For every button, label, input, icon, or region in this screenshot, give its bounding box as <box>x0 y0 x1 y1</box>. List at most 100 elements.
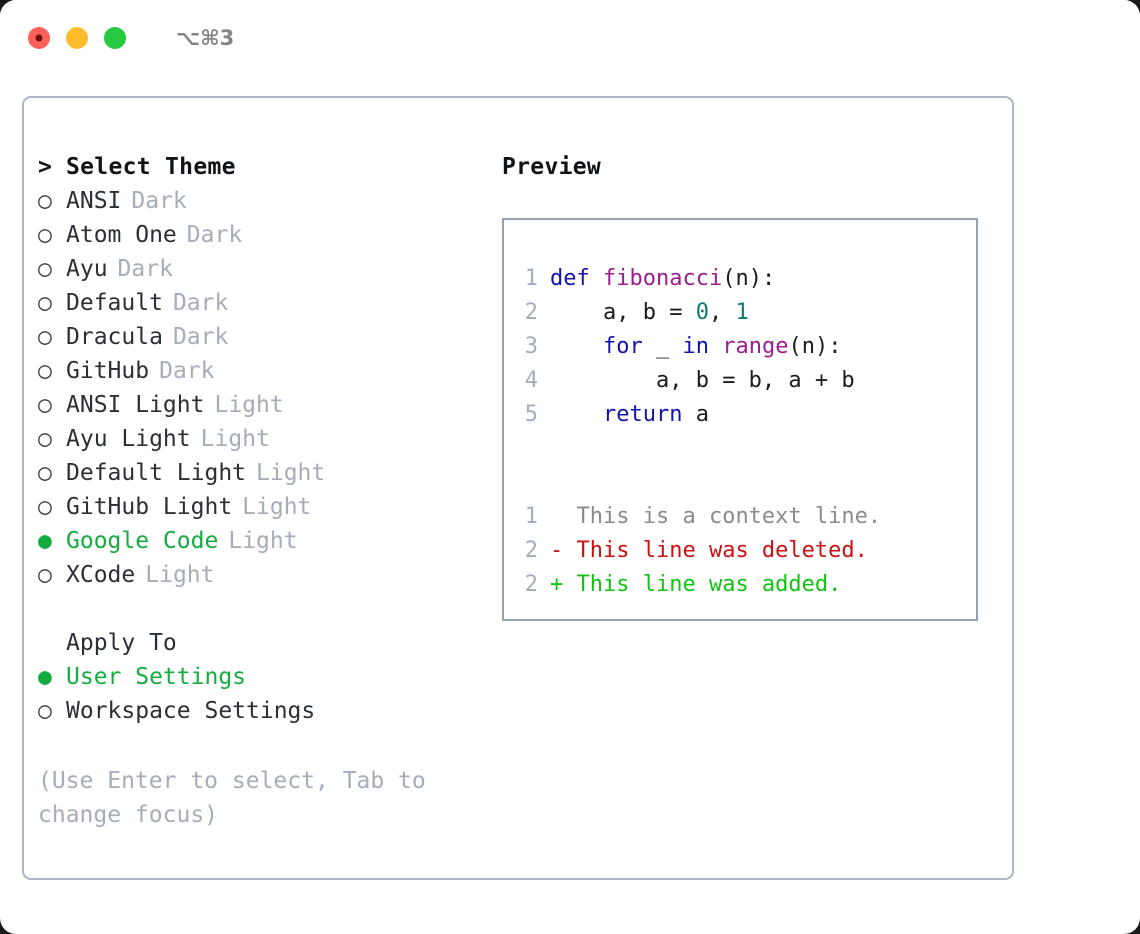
code-token-fn: range <box>722 334 789 359</box>
code-line-content: def fibonacci(n): <box>550 262 775 296</box>
theme-option-variant: Light <box>145 562 215 588</box>
minimize-button-icon[interactable] <box>66 27 88 49</box>
theme-option-label: GitHub <box>66 358 150 384</box>
theme-option-label: GitHub Light <box>66 494 233 520</box>
code-diff-gap <box>522 432 976 466</box>
maximize-button-icon[interactable] <box>104 27 126 49</box>
theme-option-variant: Dark <box>172 290 229 316</box>
apply-to-option-row[interactable]: ○ Workspace Settings <box>38 694 493 728</box>
diff-line-content: + This line was added. <box>550 568 841 602</box>
close-button-icon[interactable] <box>28 27 50 49</box>
line-number: 2 <box>524 538 538 563</box>
code-line-content: return a <box>550 398 709 432</box>
theme-option-row[interactable]: ○ Ayu Dark <box>38 252 493 286</box>
diff-sample: 1 This is a context line. 2- This line wa… <box>522 500 976 602</box>
radio-unselected-icon[interactable]: ○ <box>38 188 52 214</box>
diff-text: This line was added. <box>576 572 842 597</box>
theme-option-variant: Light <box>256 460 326 486</box>
theme-option-label: Google Code <box>66 528 219 554</box>
radio-selected-icon[interactable]: ● <box>38 528 52 554</box>
theme-option-row[interactable]: ○ GitHub Dark <box>38 354 493 388</box>
line-number: 1 <box>524 266 538 291</box>
radio-unselected-icon[interactable]: ○ <box>38 290 52 316</box>
radio-unselected-icon[interactable]: ○ <box>38 426 52 452</box>
code-line: 2 a, b = 0, 1 <box>522 296 976 330</box>
caret-icon: > <box>38 154 52 180</box>
theme-option-variant: Dark <box>117 256 173 282</box>
radio-unselected-icon[interactable]: ○ <box>38 698 52 724</box>
keyboard-shortcut-label: ⌥⌘3 <box>176 26 235 50</box>
code-line: 3 for _ in range(n): <box>522 330 976 364</box>
theme-option-label: Ayu Light <box>66 426 191 452</box>
diff-sign: - <box>550 538 564 563</box>
code-line: 1 def fibonacci(n): <box>522 262 976 296</box>
keyboard-hint-text: (Use Enter to select, Tab to change focu… <box>38 768 426 828</box>
code-token-pl: , <box>708 300 736 325</box>
apply-to-option-label: Workspace Settings <box>66 698 316 724</box>
apply-to-option-row[interactable]: ● User Settings <box>38 660 493 694</box>
code-diff-gap-2 <box>522 466 976 500</box>
code-token-num: 0 <box>695 300 709 325</box>
apply-to-options-list: ● User Settings ○ Workspace Settings <box>38 660 493 728</box>
radio-unselected-icon[interactable]: ○ <box>38 460 52 486</box>
code-token-pl: (n): <box>788 334 842 359</box>
line-number: 1 <box>524 504 538 529</box>
theme-option-label: Dracula <box>66 324 163 350</box>
code-token-kw: for <box>602 334 656 359</box>
theme-option-label: Ayu <box>66 256 108 282</box>
radio-unselected-icon[interactable]: ○ <box>38 256 52 282</box>
code-token-pl: a, b = b, a + b <box>655 368 855 393</box>
line-number: 2 <box>524 300 538 325</box>
code-token-pl: a <box>695 402 709 427</box>
diff-line: 2- This line was deleted. <box>522 534 976 568</box>
radio-unselected-icon[interactable]: ○ <box>38 562 52 588</box>
apply-to-header: Apply To <box>38 626 493 660</box>
code-line-content: a, b = b, a + b <box>550 364 855 398</box>
theme-option-variant: Dark <box>131 188 187 214</box>
theme-option-row[interactable]: ○ Dracula Dark <box>38 320 493 354</box>
line-number: 5 <box>524 402 538 427</box>
theme-option-label: Atom One <box>66 222 177 248</box>
theme-option-row[interactable]: ○ Default Dark <box>38 286 493 320</box>
preview-title: Preview <box>502 154 602 180</box>
diff-text: This line was deleted. <box>576 538 868 563</box>
diff-line: 2 + This line was added. <box>522 568 976 602</box>
code-token-pl: a, b = <box>602 300 696 325</box>
radio-unselected-icon[interactable]: ○ <box>38 392 52 418</box>
code-token-kw: return <box>602 402 696 427</box>
radio-selected-icon[interactable]: ● <box>38 664 52 690</box>
theme-option-variant: Light <box>228 528 298 554</box>
code-line-content: for _ in range(n): <box>550 330 841 364</box>
theme-option-label: XCode <box>66 562 136 588</box>
section-spacer <box>38 592 493 626</box>
theme-option-row[interactable]: ● Google Code Light <box>38 524 493 558</box>
theme-option-variant: Dark <box>172 324 229 350</box>
radio-unselected-icon[interactable]: ○ <box>38 324 52 350</box>
radio-unselected-icon[interactable]: ○ <box>38 222 52 248</box>
theme-option-row[interactable]: ○ XCode Light <box>38 558 493 592</box>
radio-unselected-icon[interactable]: ○ <box>38 494 52 520</box>
diff-sign: + <box>550 572 564 597</box>
theme-option-variant: Dark <box>159 358 215 384</box>
code-token-fn: fibonacci <box>602 266 723 291</box>
line-number: 2 <box>524 572 538 597</box>
apply-to-option-label: User Settings <box>66 664 247 690</box>
theme-option-variant: Light <box>214 392 284 418</box>
diff-text: This is a context line. <box>576 504 882 529</box>
code-token-pl: _ <box>655 334 683 359</box>
code-token-num: 1 <box>735 300 749 325</box>
title-bar: ⌥⌘3 <box>0 0 1140 76</box>
select-theme-header: > Select Theme <box>38 150 493 184</box>
radio-unselected-icon[interactable]: ○ <box>38 358 52 384</box>
theme-option-label: Default <box>66 290 163 316</box>
